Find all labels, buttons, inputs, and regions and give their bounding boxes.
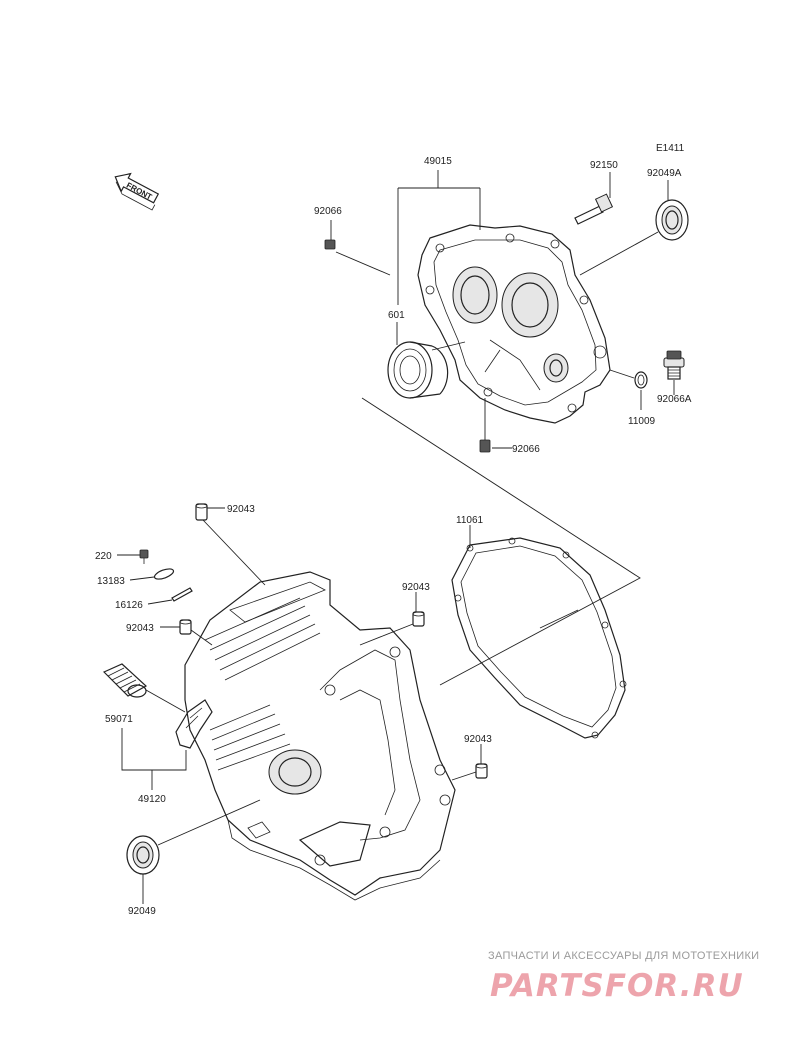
- gasket-11061: [451, 537, 627, 739]
- plug-92066-top: [324, 239, 336, 250]
- plate-16126: [171, 587, 193, 602]
- dowel-pin-92043-left: [179, 619, 192, 635]
- label-220: 220: [95, 551, 112, 562]
- label-16126: 16126: [115, 600, 143, 611]
- plug-92066-bottom: [479, 439, 491, 453]
- breather-49120: [175, 699, 213, 749]
- oil-seal-92049: [126, 835, 160, 875]
- o-ring-11009: [634, 371, 648, 389]
- front-arrow-icon: FRONT: [114, 172, 160, 211]
- label-92049: 92049: [128, 906, 156, 917]
- watermark-tagline: ЗАПЧАСТИ И АКСЕССУАРЫ ДЛЯ МОТОТЕХНИКИ: [488, 950, 760, 962]
- plate-13183: [153, 568, 175, 580]
- diagram-code: E1411: [656, 143, 685, 154]
- bolt-92150: [574, 193, 614, 225]
- label-49120: 49120: [138, 794, 166, 805]
- bearing-601: [387, 341, 449, 399]
- dowel-pin-92043-top: [195, 503, 208, 521]
- label-92066A: 92066A: [657, 394, 692, 405]
- label-92043-left: 92043: [126, 623, 154, 634]
- label-92043-mid: 92043: [402, 582, 430, 593]
- crankcase-cover: [417, 224, 611, 424]
- leader-lines: [117, 170, 675, 904]
- label-92049A: 92049A: [647, 168, 682, 179]
- label-92043-right: 92043: [464, 734, 492, 745]
- dowel-pin-92043-right: [475, 763, 488, 779]
- label-92066-top: 92066: [314, 206, 342, 217]
- label-49015: 49015: [424, 156, 452, 167]
- watermark-logo: PARTSFOR.RU: [490, 968, 744, 1004]
- label-601: 601: [388, 310, 405, 321]
- breather-element-59071: [102, 663, 148, 698]
- watermark-logo-text: PARTSFOR.RU: [490, 968, 744, 1004]
- label-13183: 13183: [97, 576, 125, 587]
- label-92150: 92150: [590, 160, 618, 171]
- crankcase-body: [184, 571, 456, 901]
- label-11061: 11061: [456, 515, 484, 526]
- screw-220: [139, 549, 149, 564]
- label-59071: 59071: [105, 714, 133, 725]
- label-92043-top: 92043: [227, 504, 255, 515]
- label-11009: 11009: [628, 416, 656, 427]
- oil-seal-92049A: [655, 199, 689, 241]
- label-92066-bottom: 92066: [512, 444, 540, 455]
- dowel-pin-92043-mid: [412, 611, 425, 627]
- plug-92066A: [663, 350, 685, 380]
